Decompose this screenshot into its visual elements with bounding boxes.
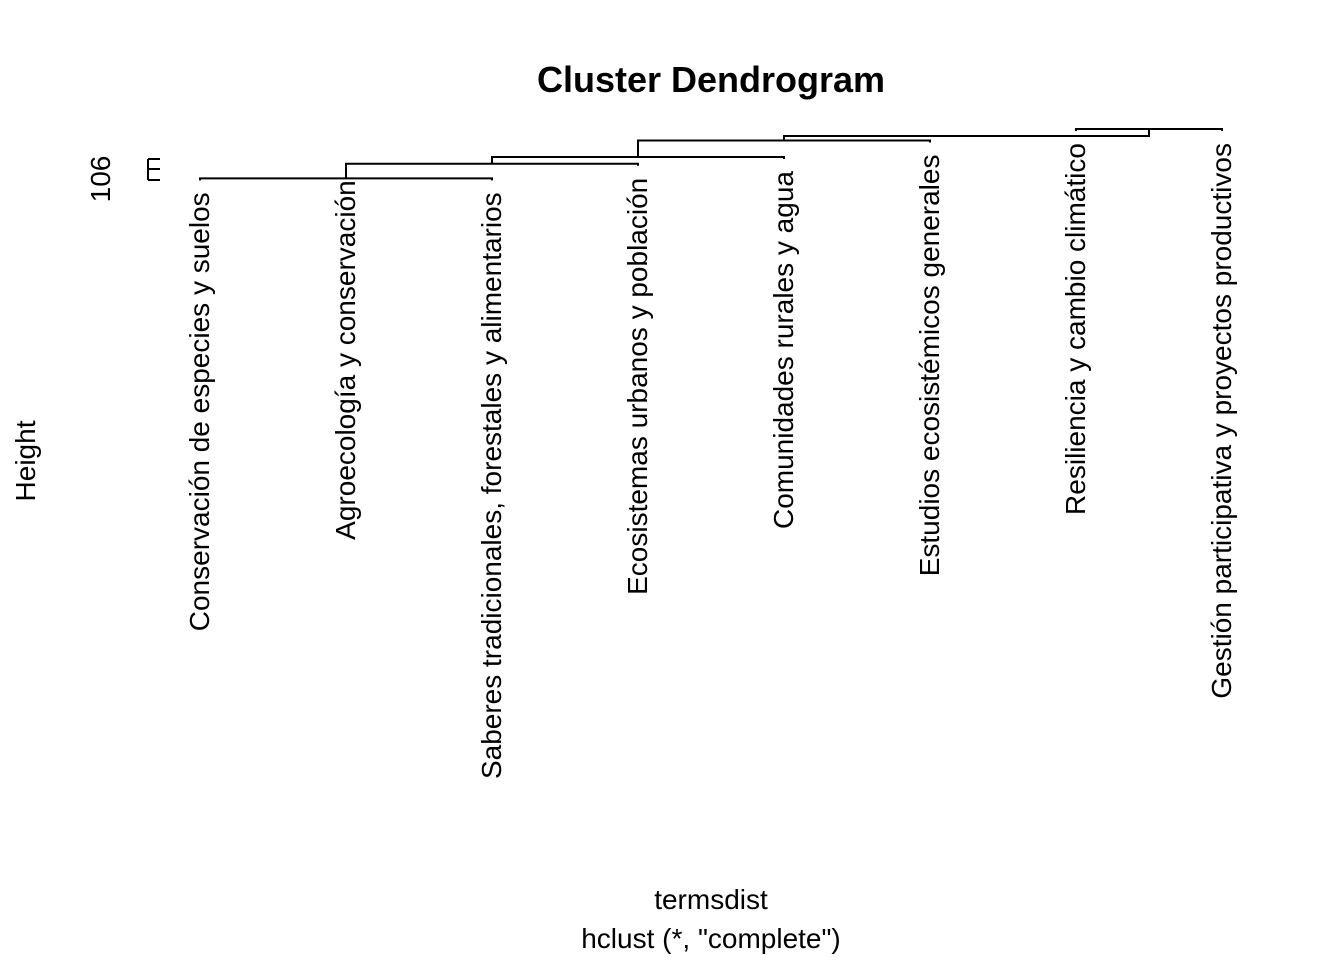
y-axis-label: Height — [10, 420, 41, 501]
leaf-label: Saberes tradicionales, forestales y alim… — [476, 192, 507, 779]
chart-subtitle: hclust (*, "complete") — [581, 923, 841, 954]
y-tick-label: 106 — [85, 156, 116, 203]
leaf-label: Conservación de especies y suelos — [184, 192, 215, 631]
dendrogram-branch — [783, 129, 1150, 141]
leaf-label: Estudios ecosistémicos generales — [914, 155, 945, 577]
leaf-label: Resiliencia y cambio climático — [1060, 143, 1091, 515]
dendrogram-branch — [345, 162, 639, 167]
chart-title: Cluster Dendrogram — [537, 59, 885, 100]
leaf-labels: Conservación de especies y suelos Agroeco… — [184, 143, 1237, 779]
leaf-label: Ecosistemas urbanos y población — [622, 178, 653, 595]
dendrogram-branches — [199, 128, 1223, 181]
dendrogram-branch — [491, 156, 785, 164]
x-axis-label: termsdist — [654, 884, 768, 915]
leaf-label: Gestión participativa y proyectos produc… — [1206, 143, 1237, 699]
dendrogram-branch — [637, 139, 931, 158]
dendrogram-branch — [199, 177, 493, 181]
leaf-label: Agroecología y conservación — [330, 180, 361, 540]
leaf-label: Comunidades rurales y agua — [768, 171, 799, 529]
